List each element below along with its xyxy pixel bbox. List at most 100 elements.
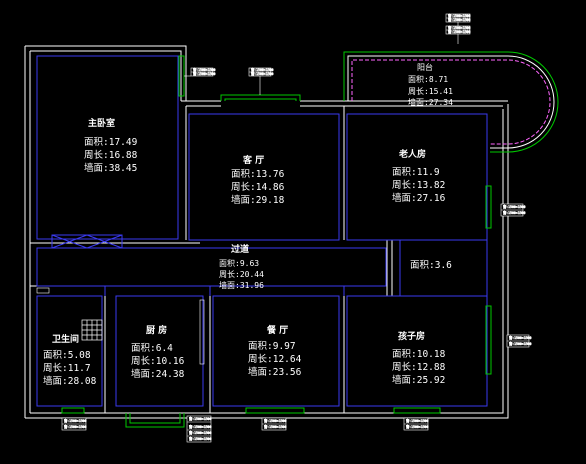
room-wall-area-child-room: 墙面:25.92 bbox=[392, 374, 445, 386]
svg-text:窗:1500×1500: 窗:1500×1500 bbox=[448, 13, 470, 18]
room-area-storage: 面积:3.6 bbox=[410, 259, 452, 271]
svg-text:窗:1500×1500: 窗:1500×1500 bbox=[448, 17, 470, 22]
room-corridor: 过道 面积:9.63 周长:20.44 墙面:31.96 bbox=[219, 243, 264, 290]
room-outline-kitchen bbox=[115, 295, 204, 407]
svg-text:窗:1500×1500: 窗:1500×1500 bbox=[189, 436, 211, 441]
room-perimeter-bathroom: 周长:11.7 bbox=[43, 362, 91, 374]
room-wall-area-corridor: 墙面:31.96 bbox=[219, 280, 264, 290]
room-perimeter-master-bedroom: 周长:16.88 bbox=[84, 149, 138, 161]
room-area-dining-room: 面积:9.97 bbox=[248, 340, 296, 352]
svg-text:窗:1500×1500: 窗:1500×1500 bbox=[189, 430, 211, 435]
svg-text:窗:1500×1500: 窗:1500×1500 bbox=[251, 71, 273, 76]
window-child-bottom bbox=[393, 407, 441, 414]
svg-text:窗:1500×1500: 窗:1500×1500 bbox=[406, 424, 428, 429]
room-bathroom: 卫生间 面积:5.08 周长:11.7 墙面:28.08 bbox=[43, 333, 97, 387]
window-elder-right bbox=[485, 185, 492, 229]
window-living-top bbox=[220, 94, 301, 101]
svg-text:窗:1500×1500: 窗:1500×1500 bbox=[64, 418, 86, 423]
room-wall-area-kitchen: 墙面:24.38 bbox=[131, 368, 185, 380]
room-area-bathroom: 面积:5.08 bbox=[43, 349, 91, 361]
svg-text:窗:1500×1500: 窗:1500×1500 bbox=[448, 25, 470, 30]
svg-text:窗:1500×1500: 窗:1500×1500 bbox=[264, 418, 286, 423]
room-area-corridor: 面积:9.63 bbox=[219, 258, 259, 268]
window-child-right bbox=[485, 305, 492, 375]
wall-hatching bbox=[36, 287, 205, 365]
room-name-kitchen: 厨 房 bbox=[146, 324, 167, 336]
svg-text:窗:1500×1500: 窗:1500×1500 bbox=[193, 71, 215, 76]
room-name-living-room: 客 厅 bbox=[242, 154, 264, 166]
room-wall-area-bathroom: 墙面:28.08 bbox=[43, 375, 97, 387]
svg-text:窗:1500×1500: 窗:1500×1500 bbox=[503, 204, 525, 209]
room-outline-child-room bbox=[346, 295, 488, 407]
room-area-balcony: 面积:8.71 bbox=[408, 74, 448, 84]
room-outlines bbox=[36, 55, 488, 407]
svg-text:窗:1500×1500: 窗:1500×1500 bbox=[251, 67, 273, 72]
window-tag: 窗:1500×1500窗:1500×1500窗:1500×1500窗:1500×… bbox=[186, 415, 212, 443]
svg-text:窗:1500×1500: 窗:1500×1500 bbox=[189, 424, 211, 429]
svg-text:窗:1500×1500: 窗:1500×1500 bbox=[193, 67, 215, 72]
room-wall-area-master-bedroom: 墙面:38.45 bbox=[84, 162, 137, 174]
svg-text:窗:1500×1500: 窗:1500×1500 bbox=[509, 335, 531, 340]
room-dining-room: 餐 厅 面积:9.97 周长:12.64 墙面:23.56 bbox=[248, 324, 302, 378]
room-outline-bathroom bbox=[36, 295, 103, 407]
window-dining-bottom bbox=[245, 407, 305, 414]
svg-text:窗:1500×1500: 窗:1500×1500 bbox=[503, 210, 525, 215]
room-name-master-bedroom: 主卧室 bbox=[88, 117, 115, 129]
room-outline-corridor bbox=[36, 247, 387, 287]
room-storage: 面积:3.6 bbox=[410, 259, 452, 271]
room-perimeter-kitchen: 周长:10.16 bbox=[131, 355, 185, 367]
room-name-elder-room: 老人房 bbox=[398, 148, 426, 160]
room-name-balcony: 阳台 bbox=[417, 62, 433, 72]
room-area-living-room: 面积:13.76 bbox=[231, 168, 285, 180]
room-perimeter-child-room: 周长:12.88 bbox=[392, 361, 446, 373]
room-perimeter-elder-room: 周长:13.82 bbox=[392, 179, 445, 191]
room-outline-master-bedroom bbox=[36, 55, 179, 240]
room-wall-area-dining-room: 墙面:23.56 bbox=[248, 366, 302, 378]
room-outline-dining-room bbox=[212, 295, 340, 407]
windows bbox=[61, 55, 492, 428]
svg-text:窗:1500×1500: 窗:1500×1500 bbox=[509, 341, 531, 346]
svg-text:窗:1500×1500: 窗:1500×1500 bbox=[264, 424, 286, 429]
room-area-child-room: 面积:10.18 bbox=[392, 348, 446, 360]
room-wall-area-elder-room: 墙面:27.16 bbox=[392, 192, 446, 204]
room-master-bedroom: 主卧室 面积:17.49 周长:16.88 墙面:38.45 bbox=[84, 117, 138, 174]
room-living-room: 客 厅 面积:13.76 周长:14.86 墙面:29.18 bbox=[231, 154, 285, 206]
room-elder-room: 老人房 面积:11.9 周长:13.82 墙面:27.16 bbox=[392, 148, 446, 204]
room-perimeter-dining-room: 周长:12.64 bbox=[248, 353, 302, 365]
room-area-elder-room: 面积:11.9 bbox=[392, 166, 440, 178]
room-wall-area-living-room: 墙面:29.18 bbox=[231, 194, 285, 206]
room-name-dining-room: 餐 厅 bbox=[266, 324, 288, 336]
room-perimeter-corridor: 周长:20.44 bbox=[219, 269, 264, 279]
svg-text:窗:1500×1500: 窗:1500×1500 bbox=[189, 416, 211, 421]
svg-text:窗:1500×1500: 窗:1500×1500 bbox=[64, 424, 86, 429]
window-bathroom-bottom bbox=[61, 407, 85, 414]
room-name-child-room: 孩子房 bbox=[398, 330, 425, 342]
room-perimeter-balcony: 周长:15.41 bbox=[408, 86, 453, 96]
room-area-master-bedroom: 面积:17.49 bbox=[84, 136, 138, 148]
room-child-room: 孩子房 面积:10.18 周长:12.88 墙面:25.92 bbox=[392, 330, 446, 386]
room-name-corridor: 过道 bbox=[231, 243, 249, 255]
master-closet bbox=[51, 234, 123, 249]
balcony-walls bbox=[343, 51, 559, 153]
room-balcony: 阳台 面积:8.71 周长:15.41 墙面:27.34 bbox=[408, 62, 453, 107]
window-kitchen-bottom bbox=[125, 413, 185, 428]
svg-text:窗:1500×1500: 窗:1500×1500 bbox=[448, 29, 470, 34]
room-outline-living-room bbox=[188, 113, 340, 241]
svg-text:窗:1500×1500: 窗:1500×1500 bbox=[406, 418, 428, 423]
bath-fixture bbox=[81, 319, 103, 341]
room-name-bathroom: 卫生间 bbox=[52, 333, 79, 345]
room-kitchen: 厨 房 面积:6.4 周长:10.16 墙面:24.38 bbox=[131, 324, 185, 380]
room-wall-area-balcony: 墙面:27.34 bbox=[408, 97, 453, 107]
room-perimeter-living-room: 周长:14.86 bbox=[231, 181, 285, 193]
room-area-kitchen: 面积:6.4 bbox=[131, 342, 173, 354]
